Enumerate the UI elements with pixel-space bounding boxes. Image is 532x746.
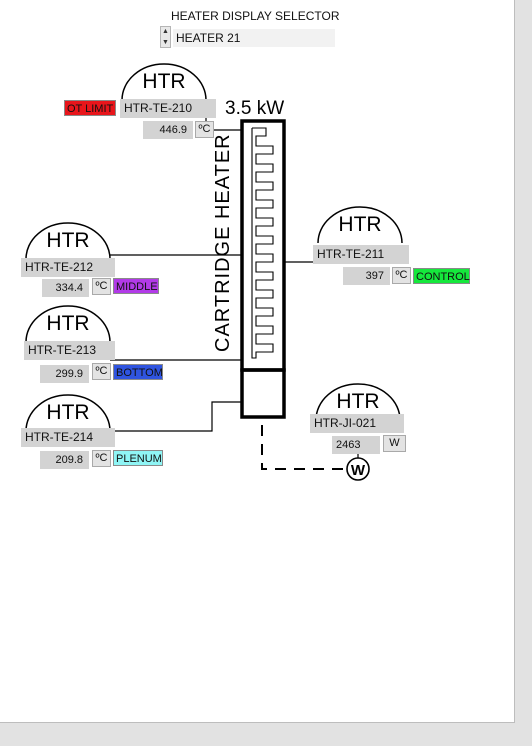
sensor-value-te-210: 446.9 [143, 121, 193, 139]
sensor-tag-te-211: HTR-TE-211 [313, 245, 409, 264]
htr-label-212: HTR [46, 229, 89, 252]
htr-label-213: HTR [46, 312, 89, 335]
window-right-edge [515, 0, 532, 746]
sensor-value-te-212: 334.4 [42, 279, 89, 297]
spin-up-icon[interactable]: ▲ [162, 28, 169, 35]
sensor-tag-te-214: HTR-TE-214 [21, 428, 115, 447]
htr-symbol-214: HTR [25, 394, 111, 432]
heater-selector-spinner[interactable]: ▲ ▼ [160, 26, 171, 48]
htr-label-ji: HTR [336, 390, 379, 413]
htr-symbol-212: HTR [25, 222, 111, 260]
sensor-tag-te-213: HTR-TE-213 [24, 341, 115, 360]
heater-coil [251, 127, 274, 359]
heater-vertical-label: CARTRIDGE HEATER [212, 133, 234, 352]
heater-selector-title: HEATER DISPLAY SELECTOR [171, 9, 340, 23]
cartridge-heater: 3.5 kW CARTRIDGE HEATER [212, 98, 286, 419]
temp-unit-te-210: ºC [195, 121, 214, 138]
sensor-tag-te-210: HTR-TE-210 [120, 99, 216, 118]
role-badge-middle: MIDDLE [113, 278, 159, 294]
role-badge-plenum: PLENUM [113, 450, 163, 466]
sensor-value-te-213: 299.9 [40, 365, 89, 383]
heater-selector-value[interactable]: HEATER 21 [173, 29, 335, 47]
temp-unit-te-211: ºC [392, 267, 411, 284]
power-meter-value: 2463 [332, 436, 380, 454]
power-wiring: W [261, 425, 370, 481]
sensor-value-te-214: 209.8 [40, 451, 89, 469]
role-badge-control: CONTROL [413, 268, 470, 284]
htr-symbol-213: HTR [25, 305, 111, 343]
sensor-value-te-211: 397 [343, 267, 390, 285]
htr-label-210: HTR [142, 70, 185, 93]
htr-symbol-ji-021: HTR [315, 383, 401, 421]
role-badge-bottom: BOTTOM [113, 364, 163, 380]
temp-unit-te-212: ºC [92, 278, 111, 295]
htr-label-211: HTR [338, 213, 381, 236]
htr-symbol-211: HTR [317, 206, 403, 244]
spin-down-icon[interactable]: ▼ [162, 39, 169, 46]
temp-unit-te-213: ºC [92, 363, 111, 380]
ot-limit-alarm: OT LIMIT [64, 100, 116, 116]
sensor-tag-te-212: HTR-TE-212 [21, 258, 115, 277]
power-meter-symbol-label: W [351, 462, 366, 479]
power-meter-tag: HTR-JI-021 [310, 414, 404, 433]
htr-symbol-210: HTR [121, 63, 207, 101]
temp-unit-te-214: ºC [92, 450, 111, 467]
heater-diagram: HTR HTR HTR HTR HTR HTR [25, 63, 403, 481]
heater-power-label: 3.5 kW [225, 98, 284, 119]
htr-label-214: HTR [46, 401, 89, 424]
window-bottom-edge [0, 723, 532, 746]
power-unit: W [383, 435, 406, 452]
